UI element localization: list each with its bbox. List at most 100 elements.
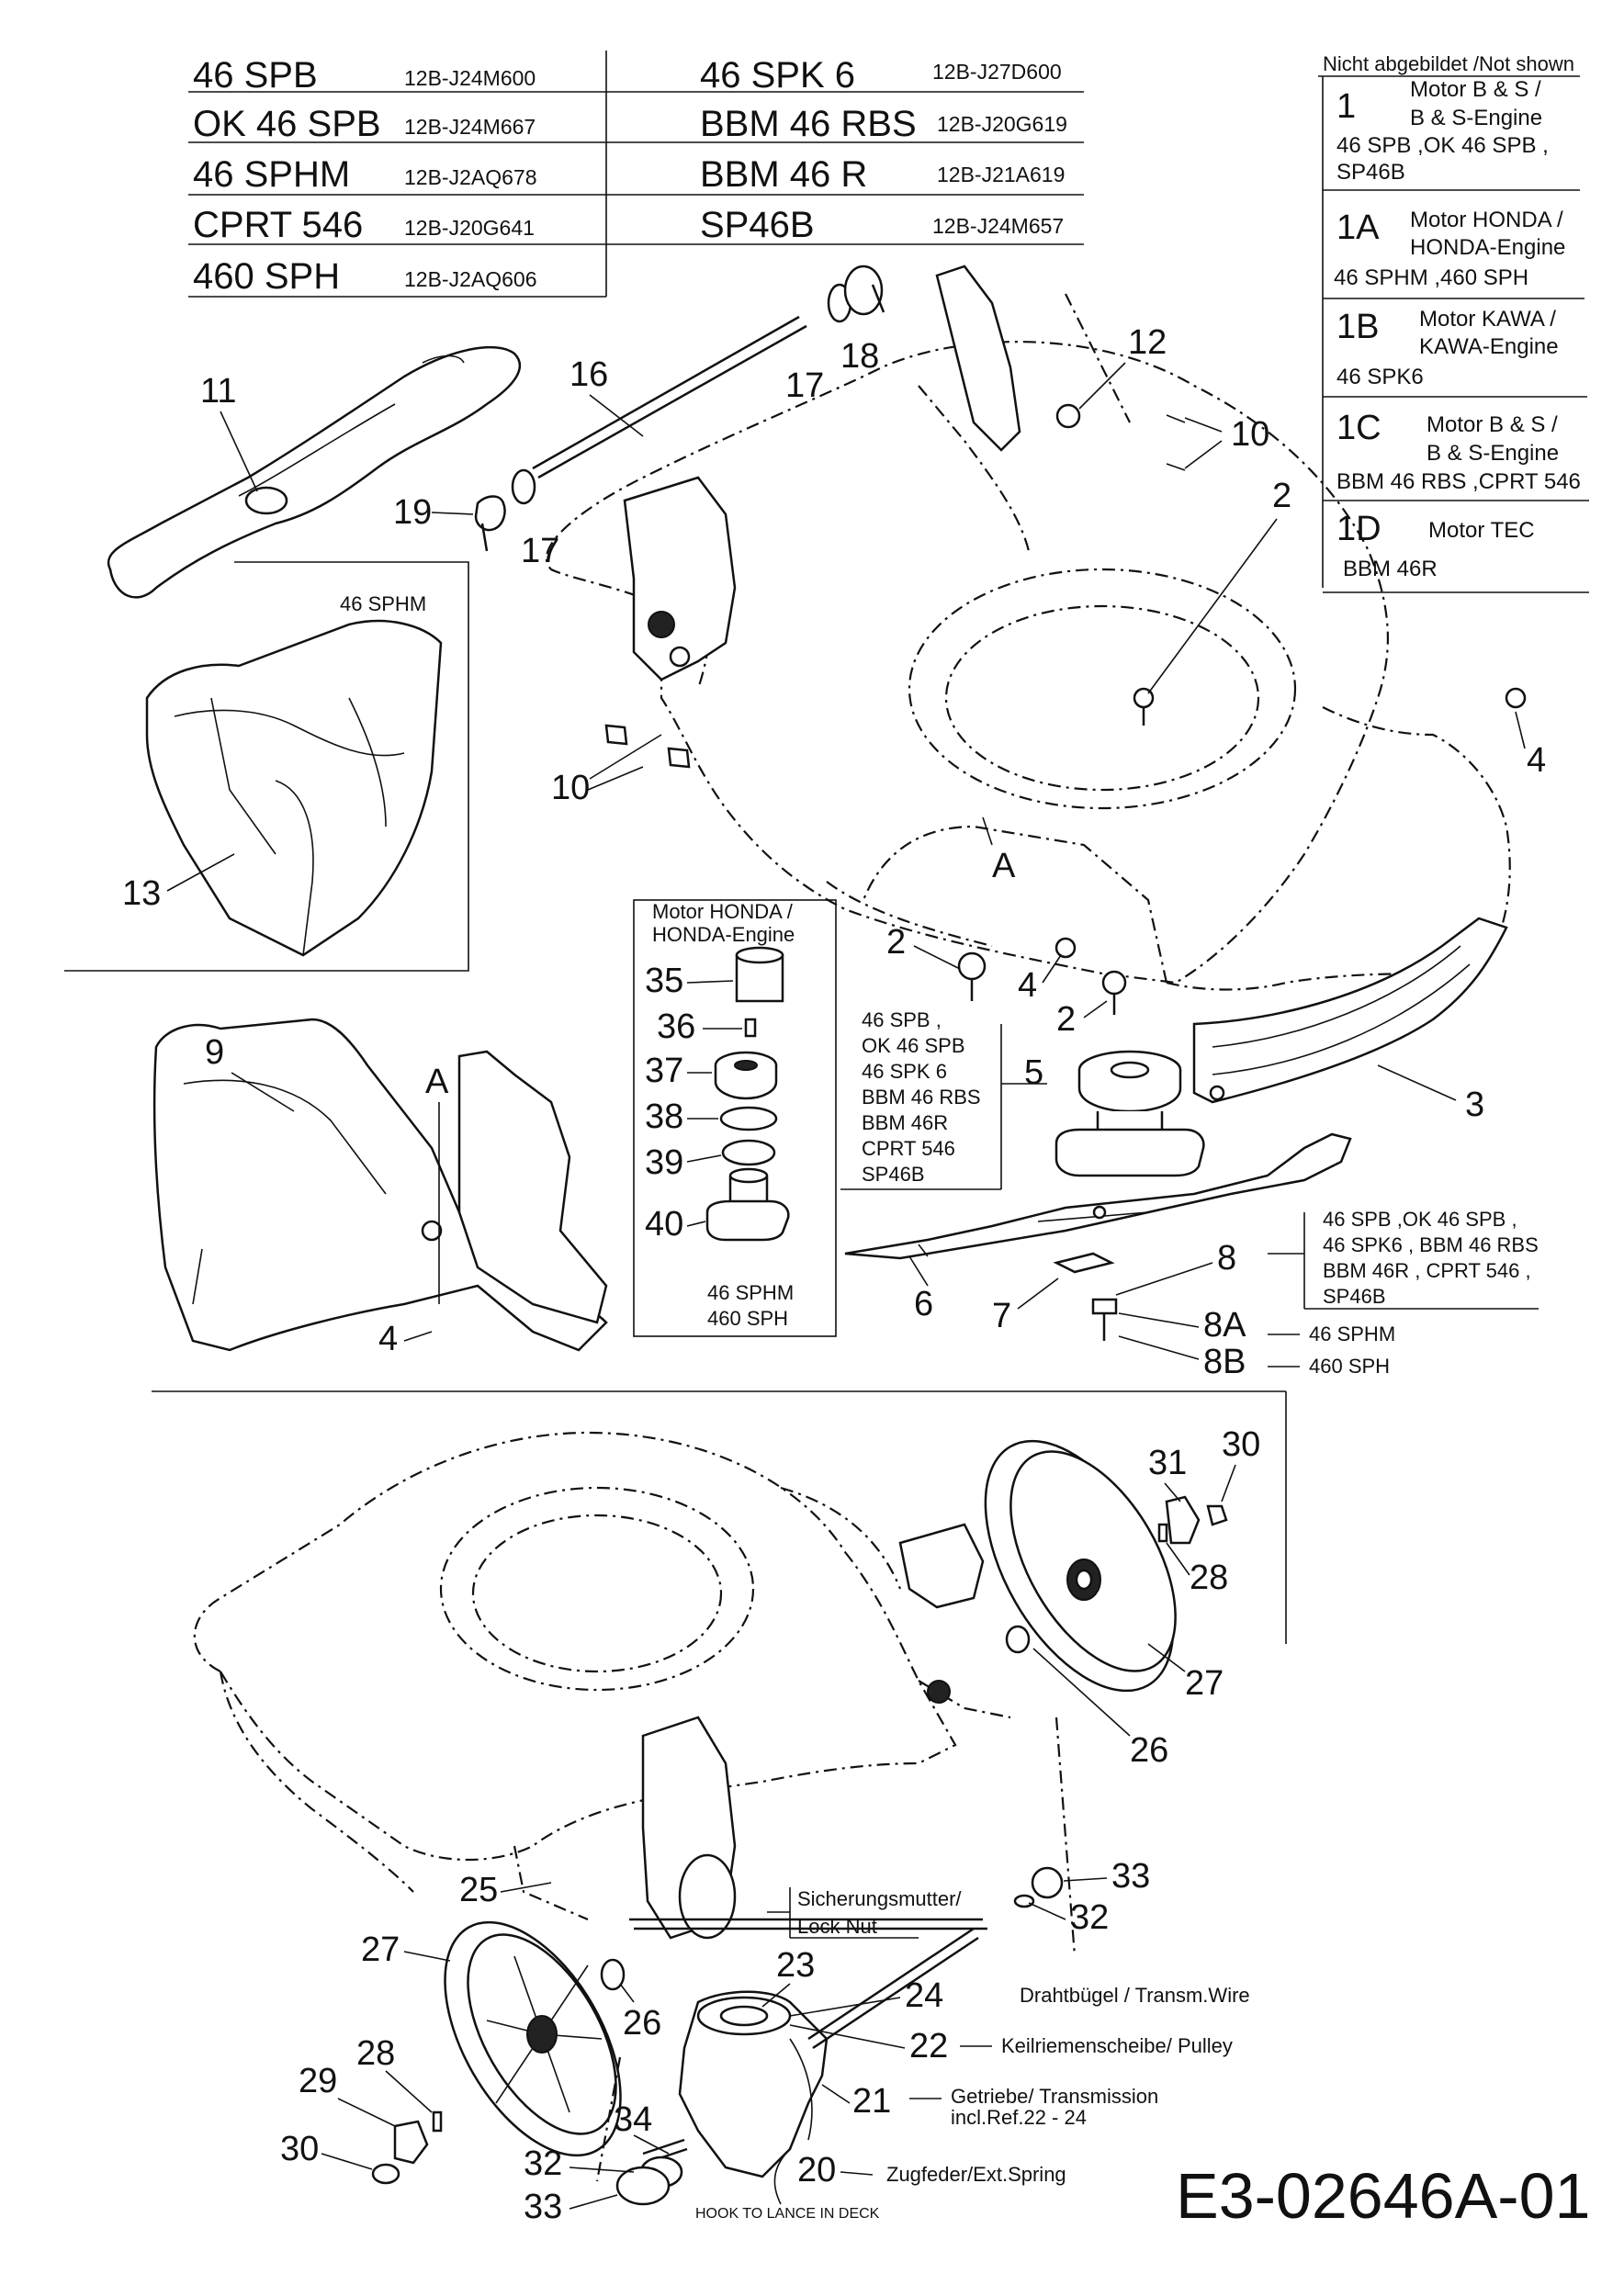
model-code: 12B-J27D600 xyxy=(932,60,1062,84)
lock-nut-label: Lock Nut xyxy=(797,1915,877,1938)
part-ref-30: 30 xyxy=(280,2130,319,2168)
part-ref-28: 28 xyxy=(356,2034,395,2073)
transmission-wire-label: Drahtbügel / Transm.Wire xyxy=(1020,1984,1250,2007)
part-ref-10: 10 xyxy=(1231,415,1269,454)
engine-ref: 1A xyxy=(1336,208,1380,247)
not-shown-header: Nicht abgebildet /Not shown xyxy=(1323,52,1574,75)
part-ref-16: 16 xyxy=(570,355,608,394)
engine-ref: 1B xyxy=(1336,308,1379,346)
bolt-variant-ref: 8B xyxy=(1203,1343,1246,1381)
engine-ref: 1 xyxy=(1336,87,1356,126)
part-ref-19: 19 xyxy=(393,493,432,532)
blade xyxy=(844,1132,1352,1341)
part-ref-27: 27 xyxy=(1185,1664,1224,1703)
part-ref-38: 38 xyxy=(645,1097,683,1136)
honda-box-title: Motor HONDA / xyxy=(652,900,794,923)
part-ref-33: 33 xyxy=(1111,1857,1150,1896)
part-ref-20: 20 xyxy=(797,2151,836,2189)
part-ref-21: 21 xyxy=(852,2082,891,2121)
section-markers: A A xyxy=(425,816,1016,1304)
engine-motor: Motor KAWA / xyxy=(1419,307,1556,332)
engine-name: B & S-Engine xyxy=(1427,441,1559,466)
part-ref-8: 8 xyxy=(1217,1239,1236,1277)
blade-model: 46 SPK6 , BBM 46 RBS xyxy=(1323,1233,1539,1256)
part-ref-3: 3 xyxy=(1465,1086,1484,1124)
model-table: 46 SPB 12B-J24M600 OK 46 SPB 12B-J24M667… xyxy=(188,51,1084,298)
model-name: SP46B xyxy=(700,205,815,245)
model-code: 12B-J20G619 xyxy=(937,112,1067,136)
adapter-model: OK 46 SPB xyxy=(862,1034,965,1057)
part-ref-4: 4 xyxy=(378,1320,398,1358)
engine-name: KAWA-Engine xyxy=(1419,334,1559,359)
bolt-variant-model: 46 SPHM xyxy=(1309,1322,1395,1345)
model-code: 12B-J21A619 xyxy=(937,163,1065,186)
blade-model: BBM 46R , CPRT 546 , xyxy=(1323,1259,1531,1282)
rear-flap-cover xyxy=(107,345,522,599)
engine-name: B & S-Engine xyxy=(1410,106,1542,130)
honda-box-footer: 46 SPHM xyxy=(707,1281,794,1304)
honda-engine-box: Motor HONDA / HONDA-Engine 46 SPHM 460 S… xyxy=(633,899,837,1337)
engine-motor: Motor HONDA / xyxy=(1410,208,1563,232)
part-ref-17: 17 xyxy=(785,366,824,405)
model-name: 46 SPHM xyxy=(193,154,350,195)
part-ref-5: 5 xyxy=(1024,1053,1043,1092)
adapter-model: 46 SPK 6 xyxy=(862,1060,947,1083)
drawing-number: E3-02646A-01 xyxy=(1176,2160,1590,2232)
callout-labels: Sicherungsmutter/ Lock Nut Drahtbügel / … xyxy=(695,1887,1250,2222)
blade-models-list: 46 SPB ,OK 46 SPB , 46 SPK6 , BBM 46 RBS… xyxy=(1268,1208,1539,1378)
part-ref-33: 33 xyxy=(524,2188,562,2226)
part-ref-35: 35 xyxy=(645,962,683,1000)
section-marker: A xyxy=(425,1063,449,1101)
part-ref-36: 36 xyxy=(657,1007,695,1046)
part-ref-6: 6 xyxy=(914,1285,933,1323)
part-ref-10: 10 xyxy=(551,769,590,807)
part-ref-23: 23 xyxy=(776,1946,815,1985)
part-ref-25: 25 xyxy=(459,1871,498,1909)
engine-ref: 1D xyxy=(1336,510,1382,548)
bolt-variant-model: 460 SPH xyxy=(1309,1355,1390,1378)
not-shown-table: Nicht abgebildet /Not shown 1 Motor B & … xyxy=(1318,52,1589,593)
engine-models: 46 SPHM ,460 SPH xyxy=(1334,265,1528,290)
transmission-label: incl.Ref.22 - 24 xyxy=(951,2106,1087,2129)
part-ref-24: 24 xyxy=(905,1976,943,2015)
mower-deck-upper xyxy=(474,264,1527,1015)
part-ref-18: 18 xyxy=(840,337,879,376)
part-ref-28: 28 xyxy=(1190,1559,1228,1597)
part-ref-2: 2 xyxy=(886,923,906,962)
grass-chute xyxy=(152,1018,608,1352)
adapter-model: BBM 46R xyxy=(862,1111,948,1134)
wheel-left xyxy=(371,1920,626,2185)
spring-label: Zugfeder/Ext.Spring xyxy=(886,2163,1066,2186)
part-ref-9: 9 xyxy=(205,1033,224,1072)
part-ref-26: 26 xyxy=(1130,1731,1168,1770)
model-name: 46 SPK 6 xyxy=(700,55,855,96)
blade-adapter xyxy=(1054,1050,1205,1177)
pulley-label: Keilriemenscheibe/ Pulley xyxy=(1001,2034,1233,2057)
model-name: BBM 46 R xyxy=(700,154,867,195)
engine-motor: Motor TEC xyxy=(1428,518,1535,543)
model-name: BBM 46 RBS xyxy=(700,104,917,144)
hook-instruction: HOOK TO LANCE IN DECK xyxy=(695,2206,880,2222)
engine-models: BBM 46R xyxy=(1343,557,1438,581)
engine-motor: Motor B & S / xyxy=(1427,412,1558,437)
part-ref-13: 13 xyxy=(122,874,161,913)
model-code: 12B-J24M600 xyxy=(404,66,536,90)
adapter-model: BBM 46 RBS xyxy=(862,1086,981,1109)
part-ref-7: 7 xyxy=(992,1297,1011,1335)
adapter-model: CPRT 546 xyxy=(862,1137,955,1160)
part-ref-39: 39 xyxy=(645,1143,683,1182)
bolt-variant-ref: 8A xyxy=(1203,1306,1246,1345)
part-ref-2: 2 xyxy=(1272,477,1291,515)
engine-models: 46 SPK6 xyxy=(1336,365,1424,389)
side-guard xyxy=(1192,917,1508,1104)
adapter-model: 46 SPB , xyxy=(862,1008,942,1031)
part-ref-12: 12 xyxy=(1128,323,1167,362)
section-marker: A xyxy=(992,847,1016,885)
part-ref-40: 40 xyxy=(645,1205,683,1244)
model-code: 12B-J2AQ606 xyxy=(404,267,536,291)
part-ref-11: 11 xyxy=(200,372,236,411)
part-ref-17: 17 xyxy=(521,532,559,570)
wheel-right xyxy=(984,1439,1228,1693)
transmission-label: Getriebe/ Transmission xyxy=(951,2085,1158,2108)
